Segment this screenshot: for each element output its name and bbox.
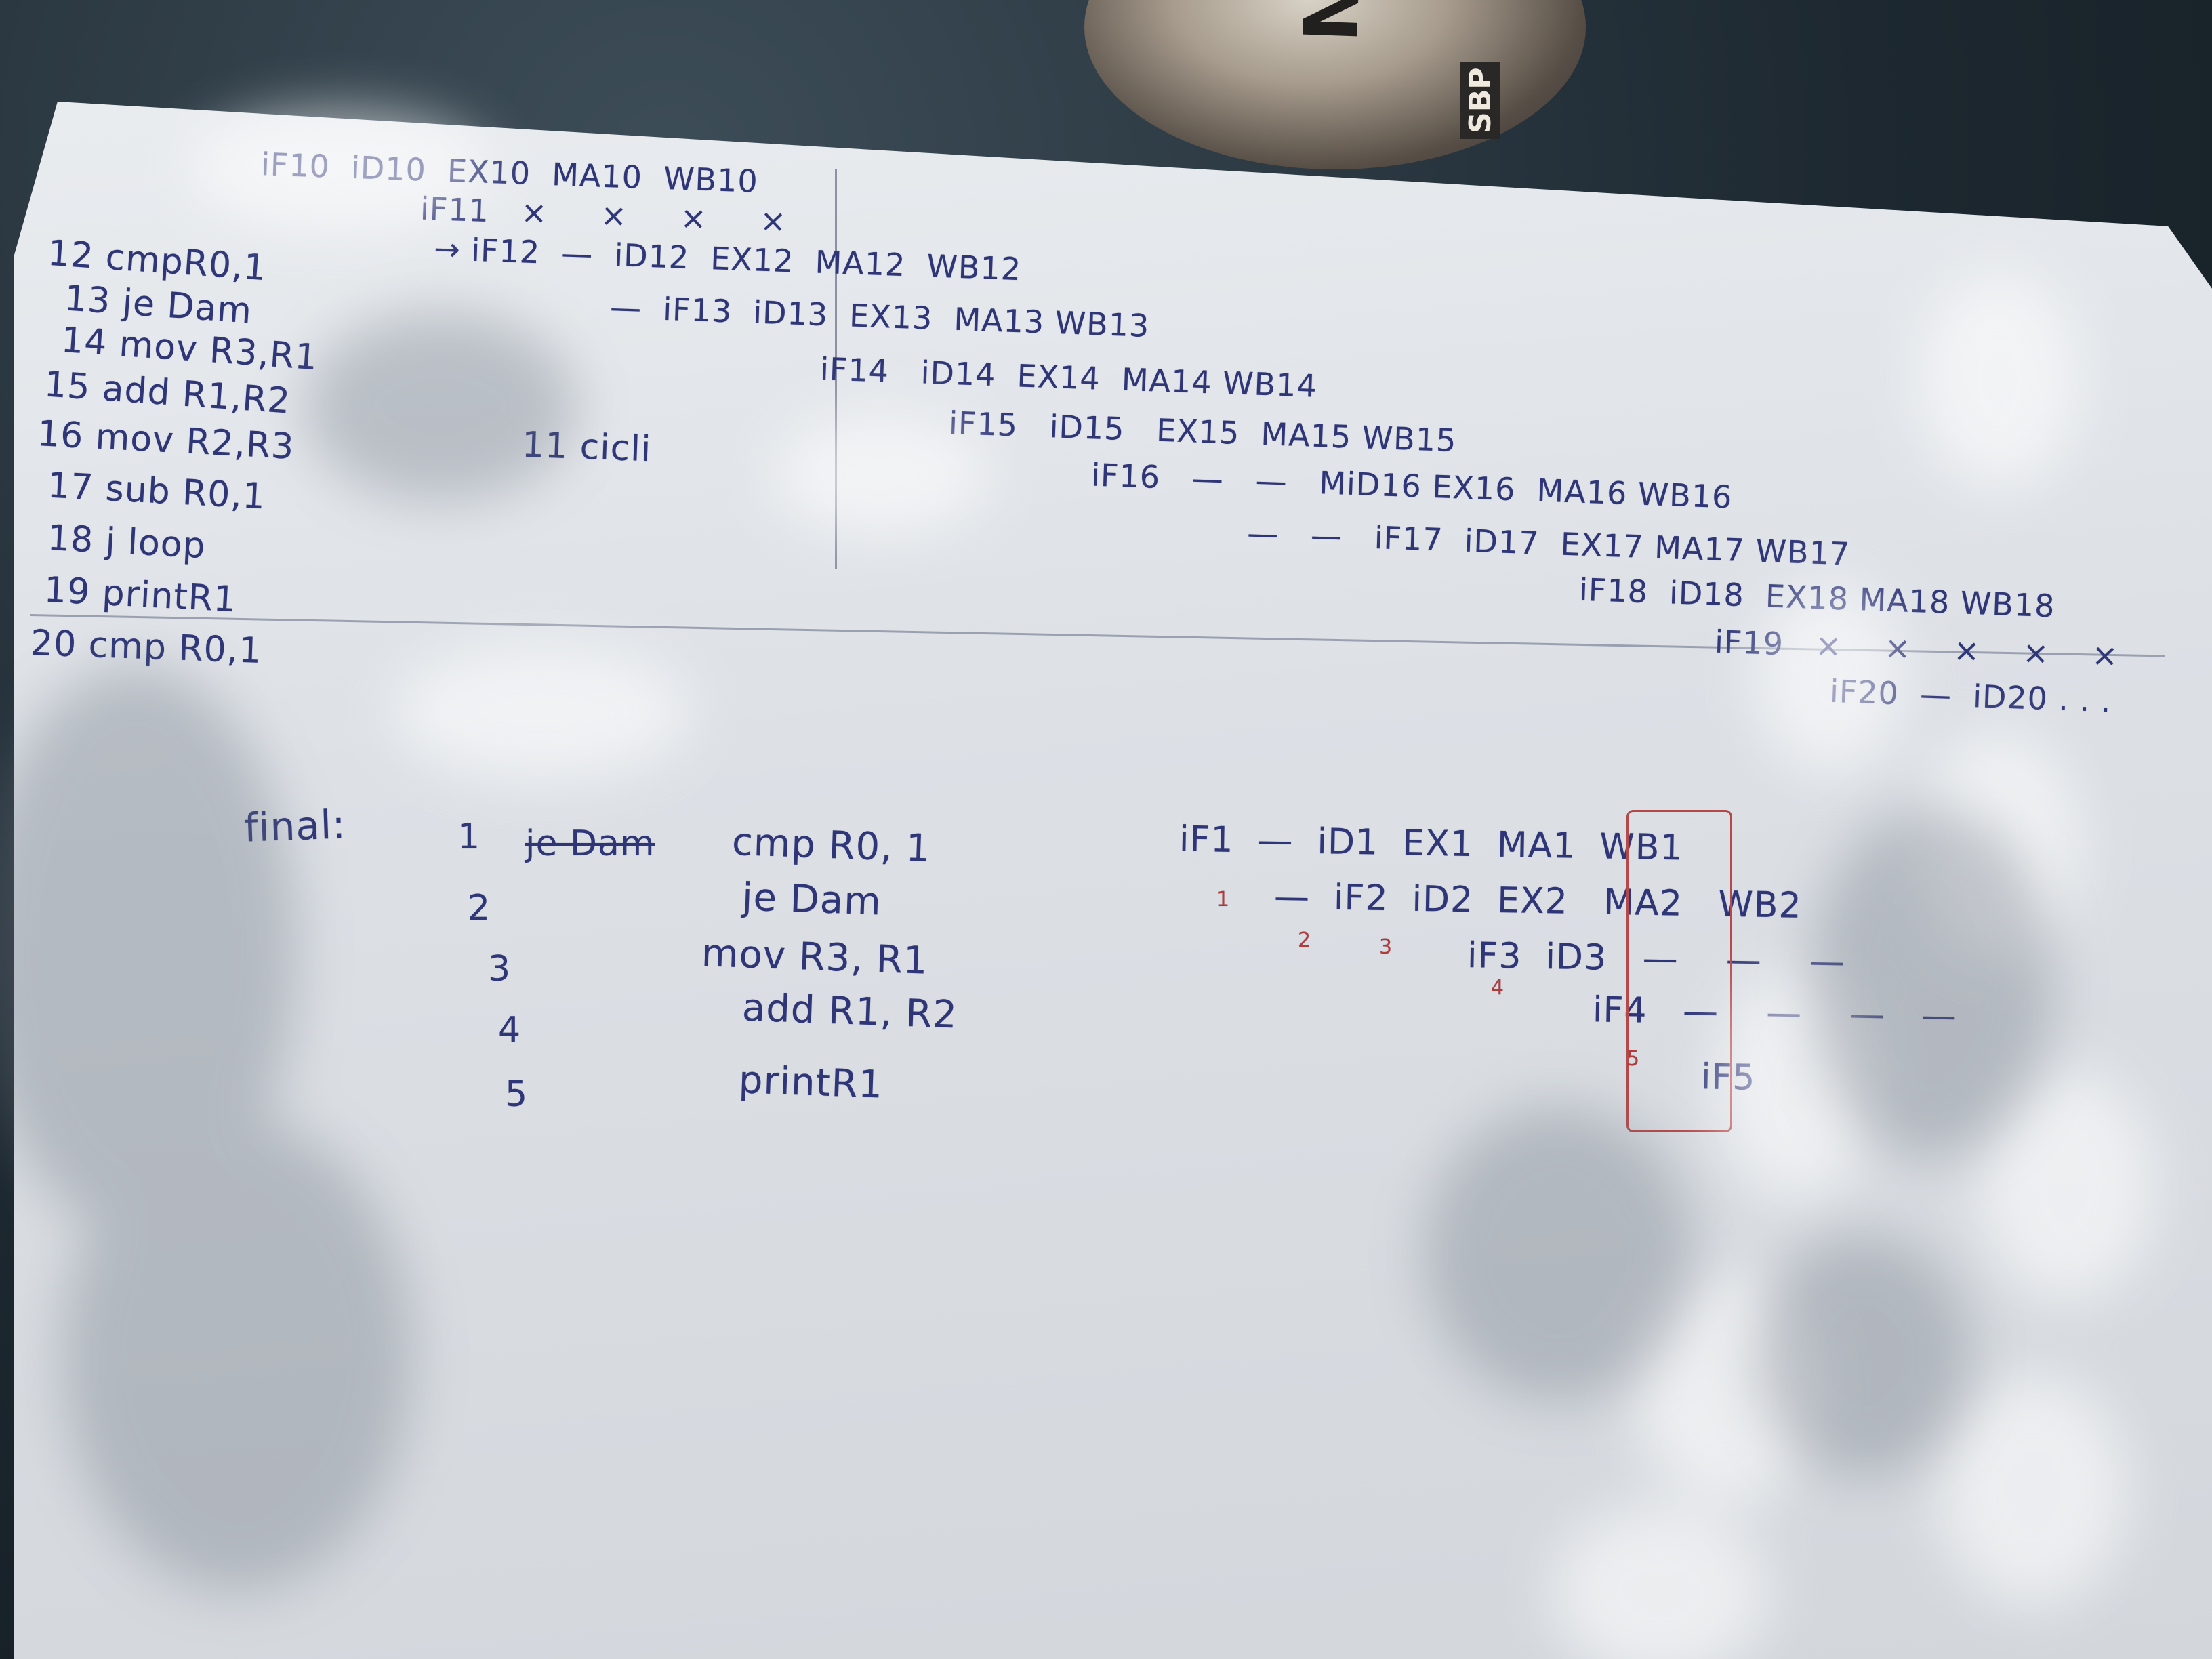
instruction-line: 20 cmp R0,1 <box>30 623 263 672</box>
disc-text: NG <box>1288 0 1379 43</box>
final-number: 5 <box>505 1074 529 1115</box>
final-number: 4 <box>498 1010 522 1050</box>
final-instruction: printR1 <box>737 1058 884 1107</box>
final-number: 3 <box>488 949 512 989</box>
final-instruction: mov R3, R1 <box>700 931 929 983</box>
final-title: final: <box>243 801 347 851</box>
red-mark: 4 <box>1491 976 1505 1000</box>
final-number: 2 <box>468 888 491 928</box>
disc-label: SBP <box>1460 62 1500 139</box>
final-instruction: je Dam <box>741 875 882 924</box>
final-number: 1 <box>457 817 481 857</box>
red-mark: 5 <box>1626 1047 1641 1071</box>
red-mark: 2 <box>1298 928 1312 952</box>
struck-instruction: je Dam <box>525 823 655 864</box>
highlight-box <box>1626 810 1732 1132</box>
final-instruction: cmp R0, 1 <box>731 819 932 872</box>
cycle-note: 11 cicli <box>521 424 653 470</box>
red-mark: 1 <box>1216 888 1231 912</box>
final-instruction: add R1, R2 <box>741 985 958 1038</box>
red-mark: 3 <box>1379 935 1393 959</box>
instruction-line: 18 j loop <box>46 517 207 567</box>
vertical-rule <box>835 169 837 569</box>
